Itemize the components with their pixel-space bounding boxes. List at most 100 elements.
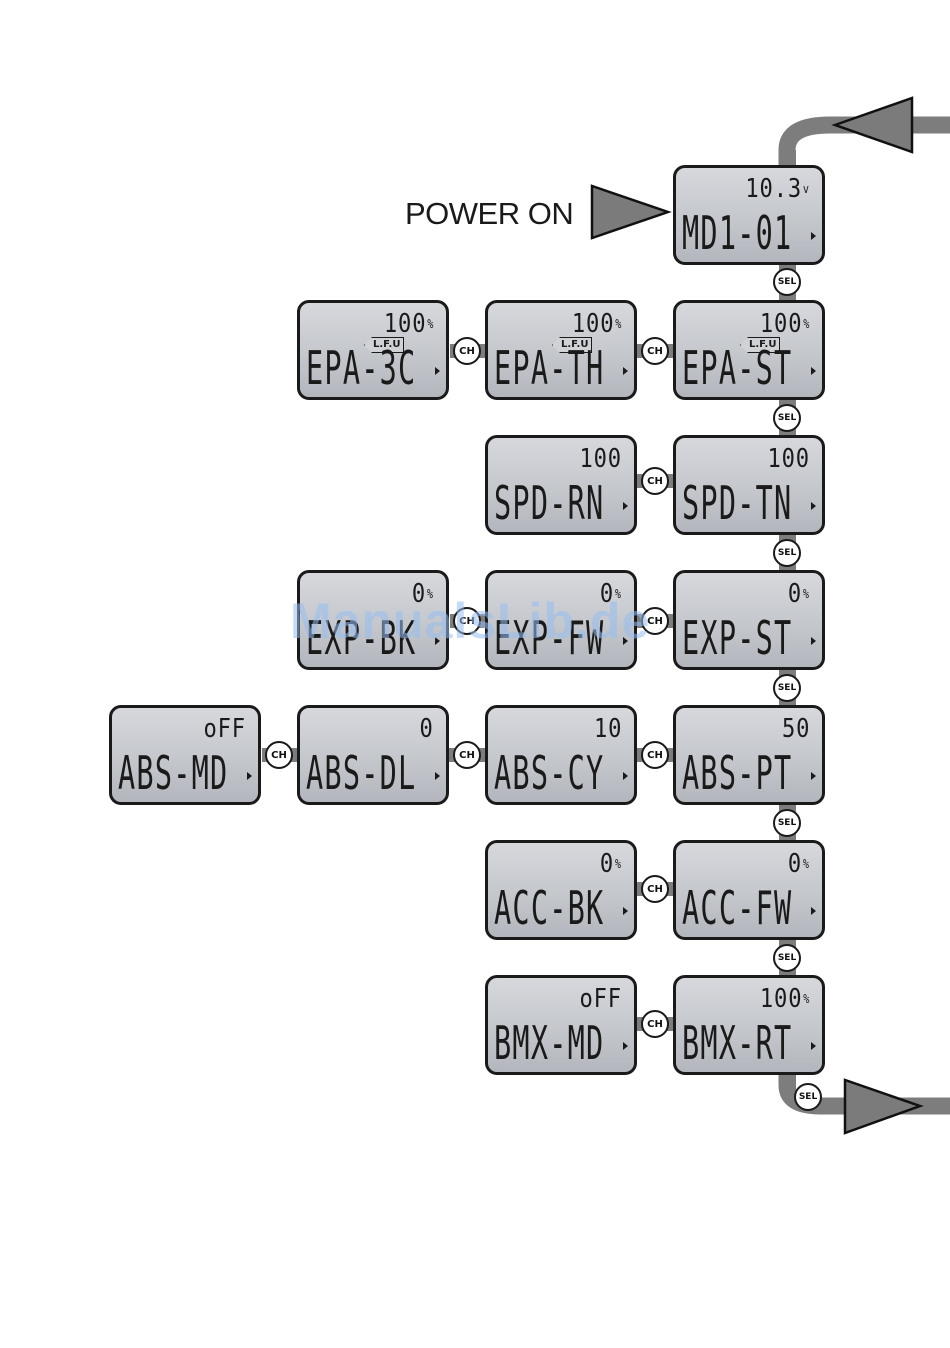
screen-unit: % (803, 317, 810, 331)
sel-button-icon: SEL (773, 404, 801, 432)
screen-value: 0% (788, 579, 810, 609)
cursor-arrow-icon (623, 772, 628, 780)
lcd-screen-bmx-rt: 100% BMX-RT (673, 975, 825, 1075)
lcd-screen-abs-dl: 0ABS-DL (297, 705, 449, 805)
screen-label: BMX-RT (682, 1018, 792, 1068)
cursor-arrow-icon (623, 367, 628, 375)
screen-value-text: 0 (788, 849, 802, 879)
screen-unit: % (427, 317, 434, 331)
screen-value: 10.3v (746, 174, 810, 204)
cursor-arrow-icon (623, 1042, 628, 1050)
screen-unit: v (803, 182, 810, 196)
screen-value: 100% (572, 309, 622, 339)
cursor-arrow-icon (811, 637, 816, 645)
cursor-arrow-icon (623, 502, 628, 510)
lcd-screen-epa-th: 100%L.F.UEPA-TH (485, 300, 637, 400)
screen-label: SPD-TN (682, 478, 792, 528)
screen-value: oFF (580, 984, 622, 1014)
lcd-screen-exp-st: 0% EXP-ST (673, 570, 825, 670)
screen-value: 50 (782, 714, 810, 744)
sel-button-icon: SEL (773, 944, 801, 972)
screen-value-text: 100 (580, 444, 622, 474)
ch-button-icon: CH (641, 875, 669, 903)
screen-value-text: 100 (768, 444, 810, 474)
cursor-arrow-icon (623, 907, 628, 915)
sel-button-icon: SEL (773, 268, 801, 296)
ch-button-icon: CH (265, 741, 293, 769)
ch-button-icon: CH (641, 741, 669, 769)
ch-button-icon: CH (453, 337, 481, 365)
screen-value: 100 (768, 444, 810, 474)
screen-value-text: 100 (384, 309, 426, 339)
screen-value-text: 0 (420, 714, 434, 744)
lcd-screen-acc-fw: 0% ACC-FW (673, 840, 825, 940)
screen-value-text: 100 (760, 309, 802, 339)
screen-value-text: 50 (782, 714, 810, 744)
ch-button-icon: CH (641, 467, 669, 495)
ch-button-icon: CH (453, 741, 481, 769)
screen-label: SPD-RN (494, 478, 604, 528)
cursor-arrow-icon (247, 772, 252, 780)
screen-value: 0 (420, 714, 434, 744)
screen-value: 100% (760, 309, 810, 339)
screen-unit: % (803, 857, 810, 871)
sel-button-icon: SEL (794, 1083, 822, 1111)
lcd-screen-abs-cy: 10ABS-CY (485, 705, 637, 805)
exit-arrow-icon (845, 1080, 920, 1133)
sel-button-icon: SEL (773, 809, 801, 837)
cursor-arrow-icon (811, 502, 816, 510)
cursor-arrow-icon (811, 1042, 816, 1050)
watermark: ManualsLib.de (290, 592, 650, 650)
screen-value: oFF (204, 714, 246, 744)
screen-value-text: 100 (760, 984, 802, 1014)
screen-value-text: oFF (580, 984, 622, 1014)
screen-label: EPA-3C (306, 343, 416, 393)
screen-label: MD1-01 (682, 208, 792, 258)
screen-value-text: 100 (572, 309, 614, 339)
screen-label: ACC-BK (494, 883, 604, 933)
screen-value: 0% (788, 849, 810, 879)
screen-unit: % (615, 317, 622, 331)
ch-button-icon: CH (641, 1010, 669, 1038)
cursor-arrow-icon (811, 232, 816, 240)
screen-label: ABS-PT (682, 748, 792, 798)
screen-unit: % (803, 992, 810, 1006)
screen-value-text: oFF (204, 714, 246, 744)
screen-unit: % (615, 857, 622, 871)
cursor-arrow-icon (435, 772, 440, 780)
screen-value: 0% (600, 849, 622, 879)
screen-value-text: 10.3 (746, 174, 803, 204)
screen-label: EPA-TH (494, 343, 604, 393)
screen-label: BMX-MD (494, 1018, 604, 1068)
sel-button-icon: SEL (773, 539, 801, 567)
screen-label: ABS-DL (306, 748, 416, 798)
screen-value-text: 0 (600, 849, 614, 879)
cursor-arrow-icon (811, 907, 816, 915)
cursor-arrow-icon (811, 772, 816, 780)
cursor-arrow-icon (435, 367, 440, 375)
screen-label: ACC-FW (682, 883, 792, 933)
screen-label: EXP-ST (682, 613, 792, 663)
screen-value: 10 (594, 714, 622, 744)
screen-value: 100% (760, 984, 810, 1014)
lcd-screen-abs-md: oFF ABS-MD (109, 705, 261, 805)
screen-label: ABS-CY (494, 748, 604, 798)
screen-value-text: 0 (788, 579, 802, 609)
lcd-screen-acc-bk: 0% ACC-BK (485, 840, 637, 940)
power-on-label: POWER ON (405, 196, 573, 232)
sel-button-icon: SEL (773, 674, 801, 702)
cursor-arrow-icon (811, 367, 816, 375)
screen-value: 100% (384, 309, 434, 339)
return-arrow-icon (835, 98, 912, 152)
screen-value-text: 10 (594, 714, 622, 744)
screen-label: EPA-ST (682, 343, 792, 393)
power-on-arrow-icon (592, 186, 668, 238)
screen-unit: % (803, 587, 810, 601)
screen-label: ABS-MD (118, 748, 228, 798)
